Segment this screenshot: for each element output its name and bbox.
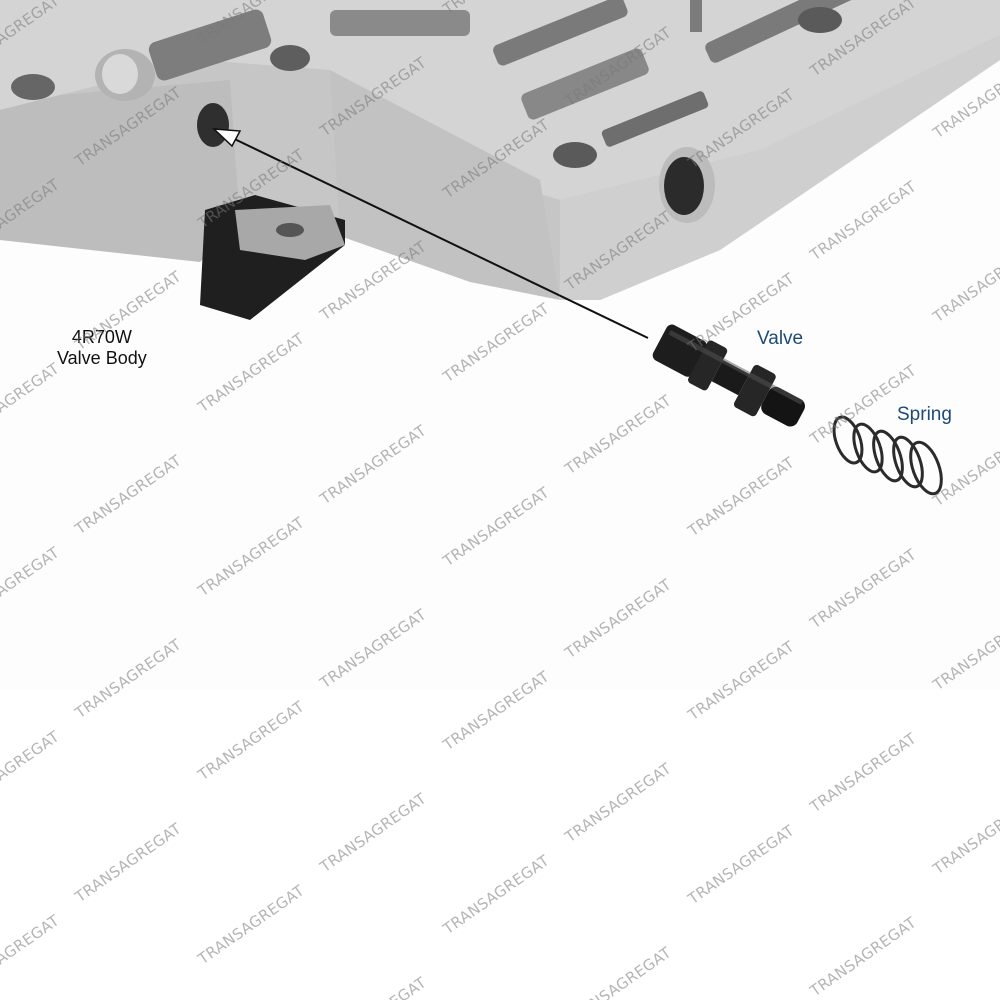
lower-background xyxy=(0,690,1000,1000)
valve-body-caption: Valve Body xyxy=(57,348,147,368)
valve-body-model: 4R70W xyxy=(71,327,132,347)
valve-body-casting xyxy=(0,0,1000,320)
valve-spool xyxy=(652,324,805,427)
leader-arrow xyxy=(211,128,649,339)
spring-label: Spring xyxy=(897,404,952,425)
valve-body-label: 4R70W Valve Body xyxy=(57,327,147,369)
spring xyxy=(832,415,943,496)
valve-label: Valve xyxy=(757,328,804,349)
